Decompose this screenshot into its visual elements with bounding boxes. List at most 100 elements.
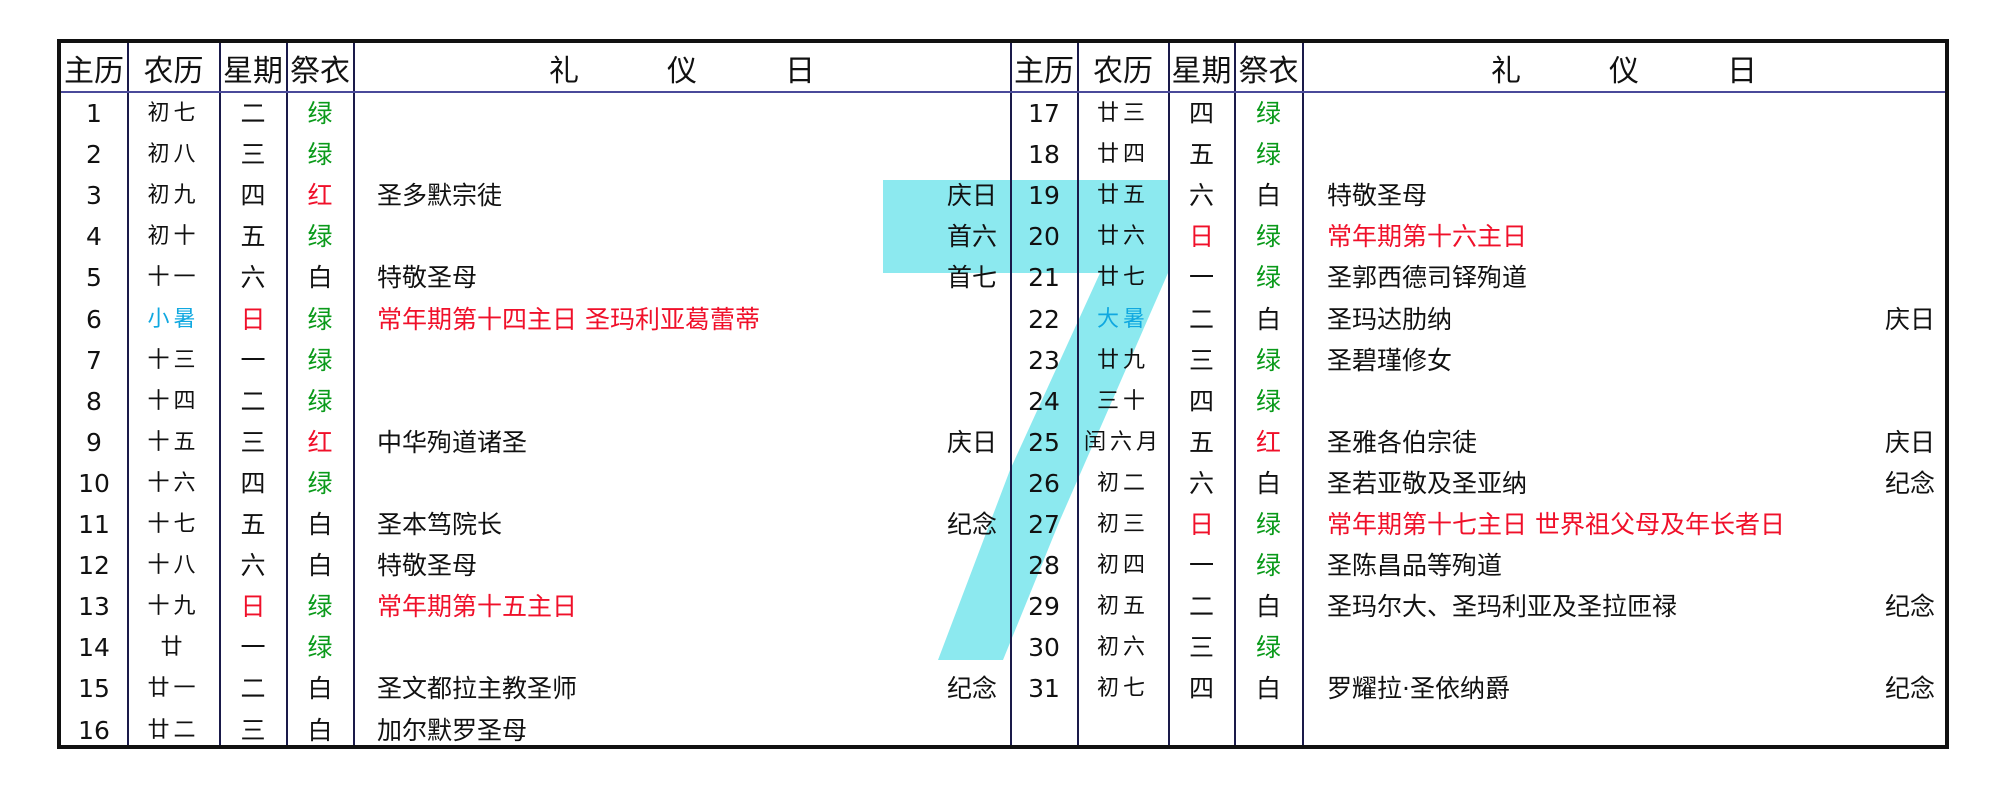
header-weekday-right: 星期 xyxy=(1171,54,1232,89)
rank-label xyxy=(1811,381,1935,422)
vestment-color: 白 xyxy=(307,715,333,745)
weekday: 四 xyxy=(1188,99,1214,128)
liturgical-event: 圣玛达肋纳 xyxy=(1327,304,1453,334)
rank-label xyxy=(897,710,997,751)
solar-day: 28 xyxy=(1028,551,1060,581)
rank-label: 首六 xyxy=(946,222,997,252)
lunar-day: 初九 xyxy=(147,183,200,209)
liturgical-event: 中华殉道诸圣 xyxy=(377,427,528,457)
vestment-color: 绿 xyxy=(1255,222,1281,252)
table-row: 6 小暑 日 绿 常年期第十四主日 圣玛利亚葛蕾蒂 xyxy=(61,299,1010,340)
weekday: 一 xyxy=(240,633,266,663)
solar-day: 5 xyxy=(86,263,102,293)
solar-day: 18 xyxy=(1028,140,1060,170)
solar-day: 16 xyxy=(78,715,110,745)
rank-label: 纪念 xyxy=(1884,592,1935,622)
solar-day: 20 xyxy=(1028,222,1060,252)
solar-day: 30 xyxy=(1028,633,1060,663)
lunar-day: 十六 xyxy=(147,470,200,496)
col-divider xyxy=(1234,43,1236,745)
lunar-day: 初五 xyxy=(1096,594,1149,620)
vestment-color: 绿 xyxy=(307,304,333,334)
lunar-day: 廿一 xyxy=(147,676,200,702)
rank-label: 纪念 xyxy=(1884,674,1935,704)
lunar-day: 廿三 xyxy=(1096,101,1149,126)
lunar-day: 初七 xyxy=(1096,676,1149,702)
liturgical-event: 圣陈昌品等殉道 xyxy=(1327,551,1503,581)
lunar-day: 廿四 xyxy=(1096,142,1149,168)
vestment-color: 红 xyxy=(1255,427,1281,457)
header-liturgy-char: 仪 xyxy=(1609,54,1639,89)
header-vestment: 祭衣 xyxy=(290,54,350,89)
weekday: 四 xyxy=(1188,674,1214,704)
table-row: 15 廿一 二 白 圣文都拉主教圣师 纪念 xyxy=(61,668,1010,709)
header-vestment-right: 祭衣 xyxy=(1238,54,1299,89)
liturgical-event: 常年期第十四主日 圣玛利亚葛蕾蒂 xyxy=(377,304,760,334)
vestment-color: 绿 xyxy=(307,386,333,416)
header-lunar-right: 农历 xyxy=(1093,54,1153,89)
header-liturgy-right: 礼 仪 日 xyxy=(1303,43,1945,93)
col-divider xyxy=(219,43,221,745)
lunar-day: 十三 xyxy=(147,347,200,373)
liturgical-event xyxy=(1327,381,1847,422)
solar-day: 15 xyxy=(78,674,110,704)
lunar-day: 十五 xyxy=(147,429,200,455)
table-row: 4 初十 五 绿 首六 xyxy=(61,216,1010,257)
liturgical-event: 特敬圣母 xyxy=(377,263,478,293)
liturgical-event xyxy=(377,381,897,422)
rank-label: 庆日 xyxy=(946,427,997,457)
lunar-day: 十一 xyxy=(147,265,200,291)
liturgical-event xyxy=(377,340,897,381)
weekday: 一 xyxy=(1188,263,1214,293)
lunar-day: 十四 xyxy=(147,388,200,414)
weekday: 五 xyxy=(240,222,266,252)
rank-label xyxy=(1811,504,1935,545)
liturgical-event: 特敬圣母 xyxy=(377,551,478,581)
solar-day: 11 xyxy=(78,510,110,539)
rank-label xyxy=(1811,216,1935,257)
header-liturgy-char: 礼 xyxy=(1491,54,1521,89)
rank-label: 纪念 xyxy=(946,674,997,704)
solar-day: 9 xyxy=(86,427,102,457)
liturgical-event: 圣本笃院长 xyxy=(377,510,503,539)
header-liturgy-char: 日 xyxy=(785,54,815,89)
table-row: 18 廿四 五 绿 xyxy=(1011,134,1945,175)
table-row: 12 十八 六 白 特敬圣母 xyxy=(61,545,1010,586)
header-divider xyxy=(61,91,1945,93)
liturgical-event xyxy=(377,627,897,668)
header-lunar: 农历 xyxy=(143,54,204,89)
vestment-color: 绿 xyxy=(307,140,333,170)
lunar-day: 廿七 xyxy=(1096,265,1149,291)
weekday: 六 xyxy=(1188,468,1214,498)
lunar-day: 廿九 xyxy=(1096,347,1149,373)
lunar-day: 小暑 xyxy=(147,306,200,332)
solar-day: 10 xyxy=(78,468,110,498)
liturgical-event: 特敬圣母 xyxy=(1327,181,1428,211)
vestment-color: 绿 xyxy=(1255,510,1281,539)
lunar-day: 十七 xyxy=(147,512,200,537)
table-row: 30 初六 三 绿 xyxy=(1011,627,1945,668)
lunar-day: 初三 xyxy=(1096,512,1149,537)
rank-label xyxy=(1811,627,1935,668)
lunar-day: 初十 xyxy=(147,224,200,250)
liturgical-event xyxy=(377,216,897,257)
rank-label xyxy=(1811,545,1935,586)
col-divider xyxy=(286,43,288,745)
weekday: 三 xyxy=(240,427,266,457)
table-row: 17 廿三 四 绿 xyxy=(1011,93,1945,134)
weekday: 六 xyxy=(240,263,266,293)
rank-label xyxy=(1811,175,1935,216)
liturgical-event: 圣碧瑾修女 xyxy=(1327,345,1453,375)
vestment-color: 白 xyxy=(307,510,333,539)
solar-day: 3 xyxy=(86,181,102,211)
header-weekday: 星期 xyxy=(223,54,283,89)
table-row: 28 初四 一 绿 圣陈昌品等殉道 xyxy=(1011,545,1945,586)
vestment-color: 白 xyxy=(1255,181,1281,211)
rank-label xyxy=(897,586,997,627)
solar-day: 29 xyxy=(1028,592,1060,622)
vestment-color: 绿 xyxy=(1255,386,1281,416)
rank-label xyxy=(897,340,997,381)
lunar-day: 初四 xyxy=(1096,553,1149,579)
table-row: 25 闰六月 五 红 圣雅各伯宗徒 庆日 xyxy=(1011,422,1945,463)
solar-day: 7 xyxy=(86,345,102,375)
